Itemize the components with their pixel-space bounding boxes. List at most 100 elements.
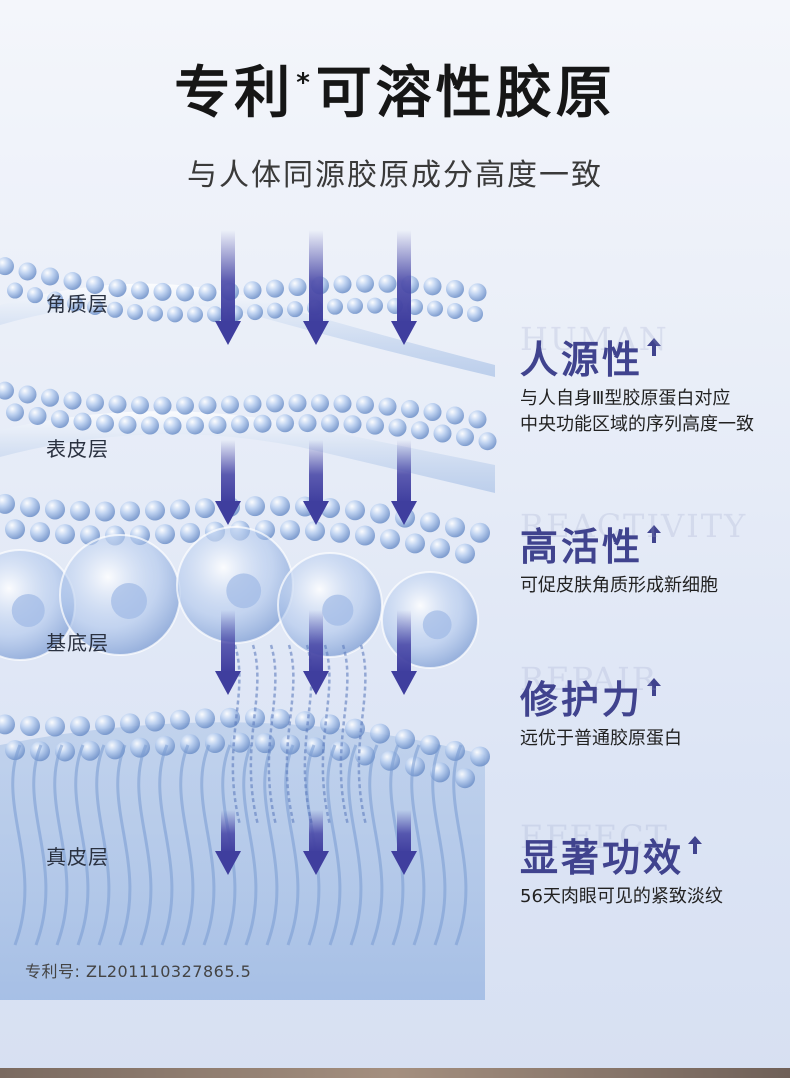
lipid-bead (176, 396, 194, 415)
lipid-bead (455, 768, 475, 789)
lipid-bead (107, 301, 123, 318)
lipid-bead (231, 415, 249, 434)
down-arrow-shaft (397, 810, 411, 853)
lipid-bead (105, 739, 125, 760)
collagen-fiber (11, 744, 27, 946)
lipid-bead (7, 282, 23, 299)
lipid-bead (27, 287, 43, 304)
lipid-bead (70, 716, 90, 737)
layer-label-stratum-corneum: 角质层 (46, 292, 109, 316)
cell-nucleus (111, 583, 147, 619)
lipid-bead (207, 306, 223, 323)
lipid-bead (388, 418, 407, 437)
down-arrow-shaft (221, 440, 235, 503)
lipid-bead (87, 298, 103, 315)
lipid-bead (427, 300, 443, 317)
lipid-bead (287, 301, 303, 318)
lipid-bead (153, 396, 172, 415)
lipid-bead (170, 499, 190, 520)
lipid-bead (267, 302, 283, 319)
collagen-helix (249, 644, 260, 826)
collagen-fiber (200, 744, 216, 946)
lipid-bead (0, 493, 15, 514)
lipid-bead (405, 756, 425, 777)
down-arrow-shaft (221, 610, 235, 673)
lipid-bead (330, 522, 350, 543)
lipid-bead (145, 500, 165, 521)
feature-bg-word: EFFECT (520, 818, 669, 856)
lipid-bead (120, 501, 140, 522)
lipid-bead (468, 410, 487, 429)
lipid-bead (86, 275, 104, 294)
feature-repair: REPAIR 修护力 远优于普通胶原蛋白 (520, 660, 785, 752)
lipid-bead (95, 501, 115, 522)
collagen-fiber (158, 744, 174, 946)
skin-illustration: 角质层 表皮层 基底层 真皮层 (0, 225, 510, 1000)
lipid-bead (420, 512, 440, 533)
lipid-bead (63, 272, 82, 291)
collagen-helix (357, 644, 368, 826)
lipid-bead (455, 543, 475, 564)
lipid-bead (47, 291, 63, 308)
feature-desc: 与人自身Ⅲ型胶原蛋白对应 中央功能区域的序列高度一致 (520, 387, 754, 435)
feature-effect: EFFECT 显著功效 56天肉眼可见的紧致淡纹 (520, 818, 785, 910)
lipid-bead (208, 415, 227, 434)
lipid-bead (96, 414, 114, 433)
bottom-edge (0, 1068, 790, 1078)
lipid-bead (195, 498, 215, 519)
lipid-bead (180, 734, 200, 755)
dermis-block (0, 722, 485, 1000)
page-subtitle: 与人体同源胶原成分高度一致 (187, 158, 603, 193)
lipid-bead (63, 391, 82, 410)
feature-name: 人源性 (520, 338, 644, 382)
feature-bg-word: HUMAN (520, 320, 669, 358)
lipid-bead (0, 257, 14, 276)
lipid-bead (395, 729, 415, 750)
lipid-bead (221, 395, 239, 414)
lipid-bead (28, 406, 47, 425)
lipid-bead (367, 297, 383, 314)
collagen-fiber (347, 744, 363, 946)
lipid-bead (280, 520, 300, 541)
down-arrow-icon (215, 321, 241, 345)
collagen-fiber (452, 744, 468, 946)
lipid-bead (467, 305, 483, 322)
collagen-fibers (11, 644, 468, 946)
collagen-helix (321, 644, 332, 826)
lipid-bead (45, 499, 65, 520)
down-arrow-icon (303, 321, 329, 345)
down-arrow-icon (391, 851, 417, 875)
lipid-bead (333, 394, 352, 413)
lipid-bead (355, 525, 375, 546)
lipid-bead (320, 714, 340, 735)
lipid-bead (6, 403, 24, 422)
lipid-bead (245, 496, 265, 517)
lipid-bead (311, 394, 329, 413)
lipid-bead (255, 733, 275, 754)
collagen-fiber (431, 744, 447, 946)
lipid-bead (120, 713, 140, 734)
lipid-bead (73, 412, 92, 431)
lipid-bead (180, 522, 200, 543)
collagen-fiber (137, 744, 153, 946)
lipid-bead (266, 279, 284, 298)
feature-name: 修护力 (520, 678, 644, 722)
lipid-bead (153, 282, 172, 301)
title-asterisk: * (296, 68, 314, 98)
collagen-fiber (368, 744, 384, 946)
lipid-bead (295, 711, 315, 732)
cell-nucleus (11, 594, 45, 627)
lipid-bead (288, 278, 307, 297)
title-rest: 可溶性胶原 (315, 61, 616, 126)
lipid-bead (45, 716, 65, 737)
lipid-bead (186, 416, 204, 435)
lipid-bead (446, 406, 464, 425)
up-arrow-icon (647, 678, 662, 700)
lipid-bead (405, 533, 425, 554)
lipid-bead (378, 397, 397, 416)
lipid-bead (333, 275, 352, 294)
bead-rows (0, 257, 497, 789)
collagen-fiber (74, 744, 90, 946)
feature-desc: 远优于普通胶原蛋白 (520, 727, 682, 749)
down-arrow-icon (391, 501, 417, 525)
